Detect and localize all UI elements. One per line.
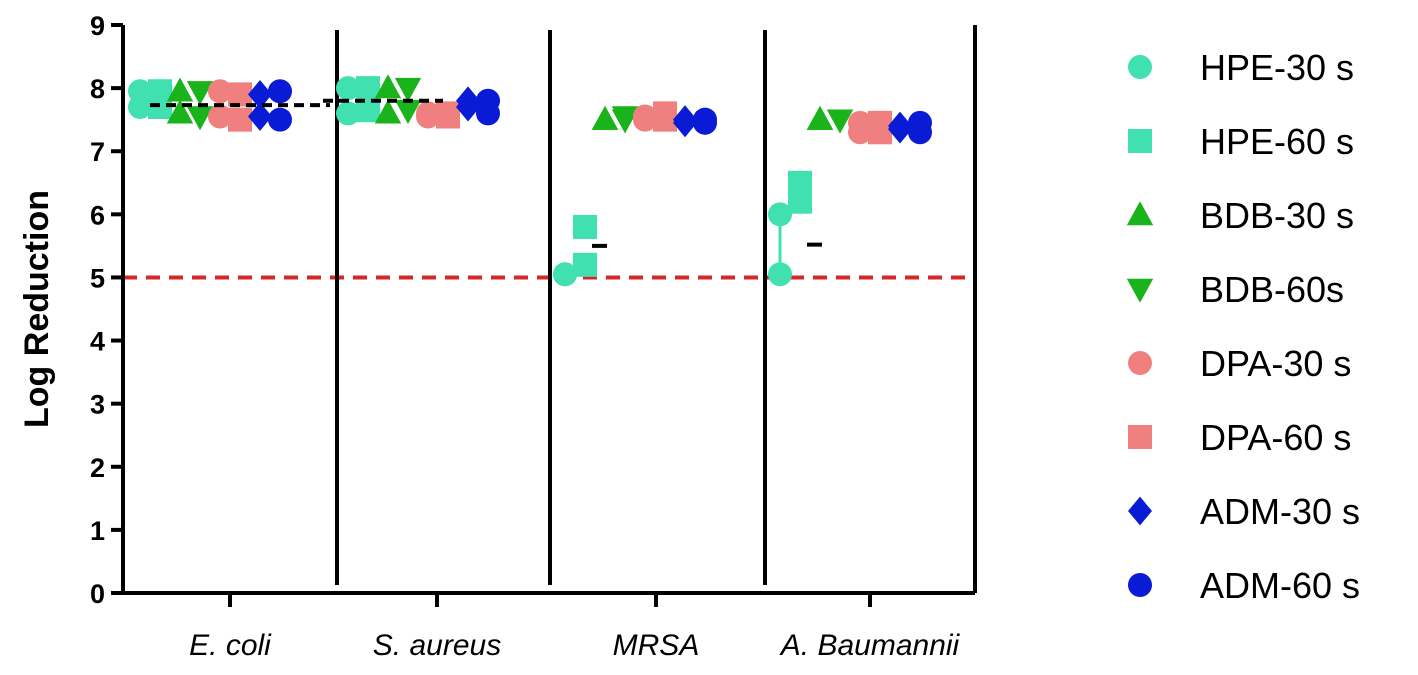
legend-label-1: HPE-60 s <box>1200 121 1354 162</box>
data-point-1-1-0 <box>356 76 380 101</box>
data-point-1-2-1 <box>573 252 597 277</box>
y-axis-title: Log Reduction <box>18 190 56 428</box>
data-point-6-3-1 <box>888 114 912 144</box>
data-point-6-0-1 <box>248 102 272 131</box>
legend-marker-6 <box>1128 496 1152 526</box>
y-tick-label-8: 8 <box>90 74 105 104</box>
x-category-label-1: S. aureus <box>373 629 501 662</box>
legend-marker-1 <box>1128 129 1152 153</box>
legend-item-0: HPE-30 s <box>1128 47 1354 88</box>
legend-item-4: DPA-30 s <box>1128 343 1351 384</box>
data-point-5-1-1 <box>436 104 460 129</box>
data-point-5-3-1 <box>868 120 892 145</box>
data-point-3-1-1 <box>394 100 422 124</box>
data-point-2-0-1 <box>166 99 194 124</box>
y-tick-label-0: 0 <box>90 579 105 609</box>
y-tick-label-3: 3 <box>90 390 105 420</box>
data-point-0-1-0 <box>336 76 360 101</box>
y-tick-label-7: 7 <box>90 137 105 167</box>
data-point-7-0-0 <box>268 79 292 104</box>
legend-label-2: BDB-30 s <box>1200 195 1354 236</box>
data-point-0-0-1 <box>128 95 152 120</box>
legend-marker-4 <box>1128 351 1152 375</box>
legend-label-6: ADM-30 s <box>1200 491 1360 532</box>
data-point-1-3-1 <box>788 189 812 214</box>
data-point-6-0-0 <box>248 80 272 109</box>
legend-marker-0 <box>1128 55 1152 79</box>
legend-item-5: DPA-60 s <box>1128 417 1351 458</box>
data-point-6-1-1 <box>456 92 480 122</box>
y-tick-label-2: 2 <box>90 453 105 483</box>
legend-label-7: ADM-60 s <box>1200 565 1360 606</box>
x-category-label-0: E. coli <box>189 629 272 662</box>
data-point-2-1-0 <box>374 74 402 99</box>
y-tick-label-5: 5 <box>90 263 105 293</box>
legend-label-0: HPE-30 s <box>1200 47 1354 88</box>
data-point-7-2-1 <box>693 110 717 135</box>
legend-label-5: DPA-60 s <box>1200 417 1351 458</box>
data-point-2-2-1 <box>591 105 619 130</box>
legend-item-1: HPE-60 s <box>1128 121 1354 162</box>
data-point-6-2-1 <box>673 108 697 138</box>
legend-label-3: BDB-60s <box>1200 269 1344 310</box>
y-tick-label-6: 6 <box>90 200 105 230</box>
data-point-4-1-1 <box>416 104 440 129</box>
data-point-7-1-1 <box>476 101 500 126</box>
y-tick-label-1: 1 <box>90 516 105 546</box>
data-point-3-0-0 <box>186 81 214 106</box>
data-point-4-2-1 <box>633 107 657 132</box>
data-point-1-2-0 <box>573 214 597 239</box>
data-point-4-3-1 <box>848 120 872 145</box>
legend-marker-5 <box>1128 425 1152 449</box>
data-point-5-0-1 <box>228 107 252 132</box>
data-point-7-0-1 <box>268 107 292 132</box>
y-tick-label-4: 4 <box>90 327 105 357</box>
legend-item-2: BDB-30 s <box>1126 195 1354 236</box>
data-point-3-0-1 <box>186 106 214 131</box>
legend-marker-2 <box>1126 201 1154 226</box>
data-point-0-1-1 <box>336 101 360 126</box>
legend-marker-7 <box>1128 573 1152 597</box>
legend-item-6: ADM-30 s <box>1128 491 1360 532</box>
data-point-7-3-1 <box>908 120 932 145</box>
legend-label-4: DPA-30 s <box>1200 343 1351 384</box>
data-point-2-0-0 <box>166 77 194 102</box>
data-point-4-0-1 <box>208 104 232 129</box>
data-point-2-3-1 <box>806 105 834 130</box>
data-point-2-1-1 <box>374 99 402 124</box>
legend-marker-3 <box>1126 278 1154 303</box>
data-point-5-2-1 <box>653 107 677 132</box>
x-category-label-3: A. Baumannii <box>779 629 961 662</box>
data-point-3-2-1 <box>611 109 639 134</box>
data-point-4-0-0 <box>208 79 232 104</box>
y-tick-label-9: 9 <box>90 11 105 41</box>
data-point-3-3-1 <box>826 109 854 134</box>
legend-item-3: BDB-60s <box>1126 269 1344 310</box>
data-point-0-2-1 <box>553 262 577 287</box>
legend-item-7: ADM-60 s <box>1128 565 1360 606</box>
x-category-label-2: MRSA <box>613 629 700 662</box>
data-point-3-1-0 <box>394 77 422 102</box>
